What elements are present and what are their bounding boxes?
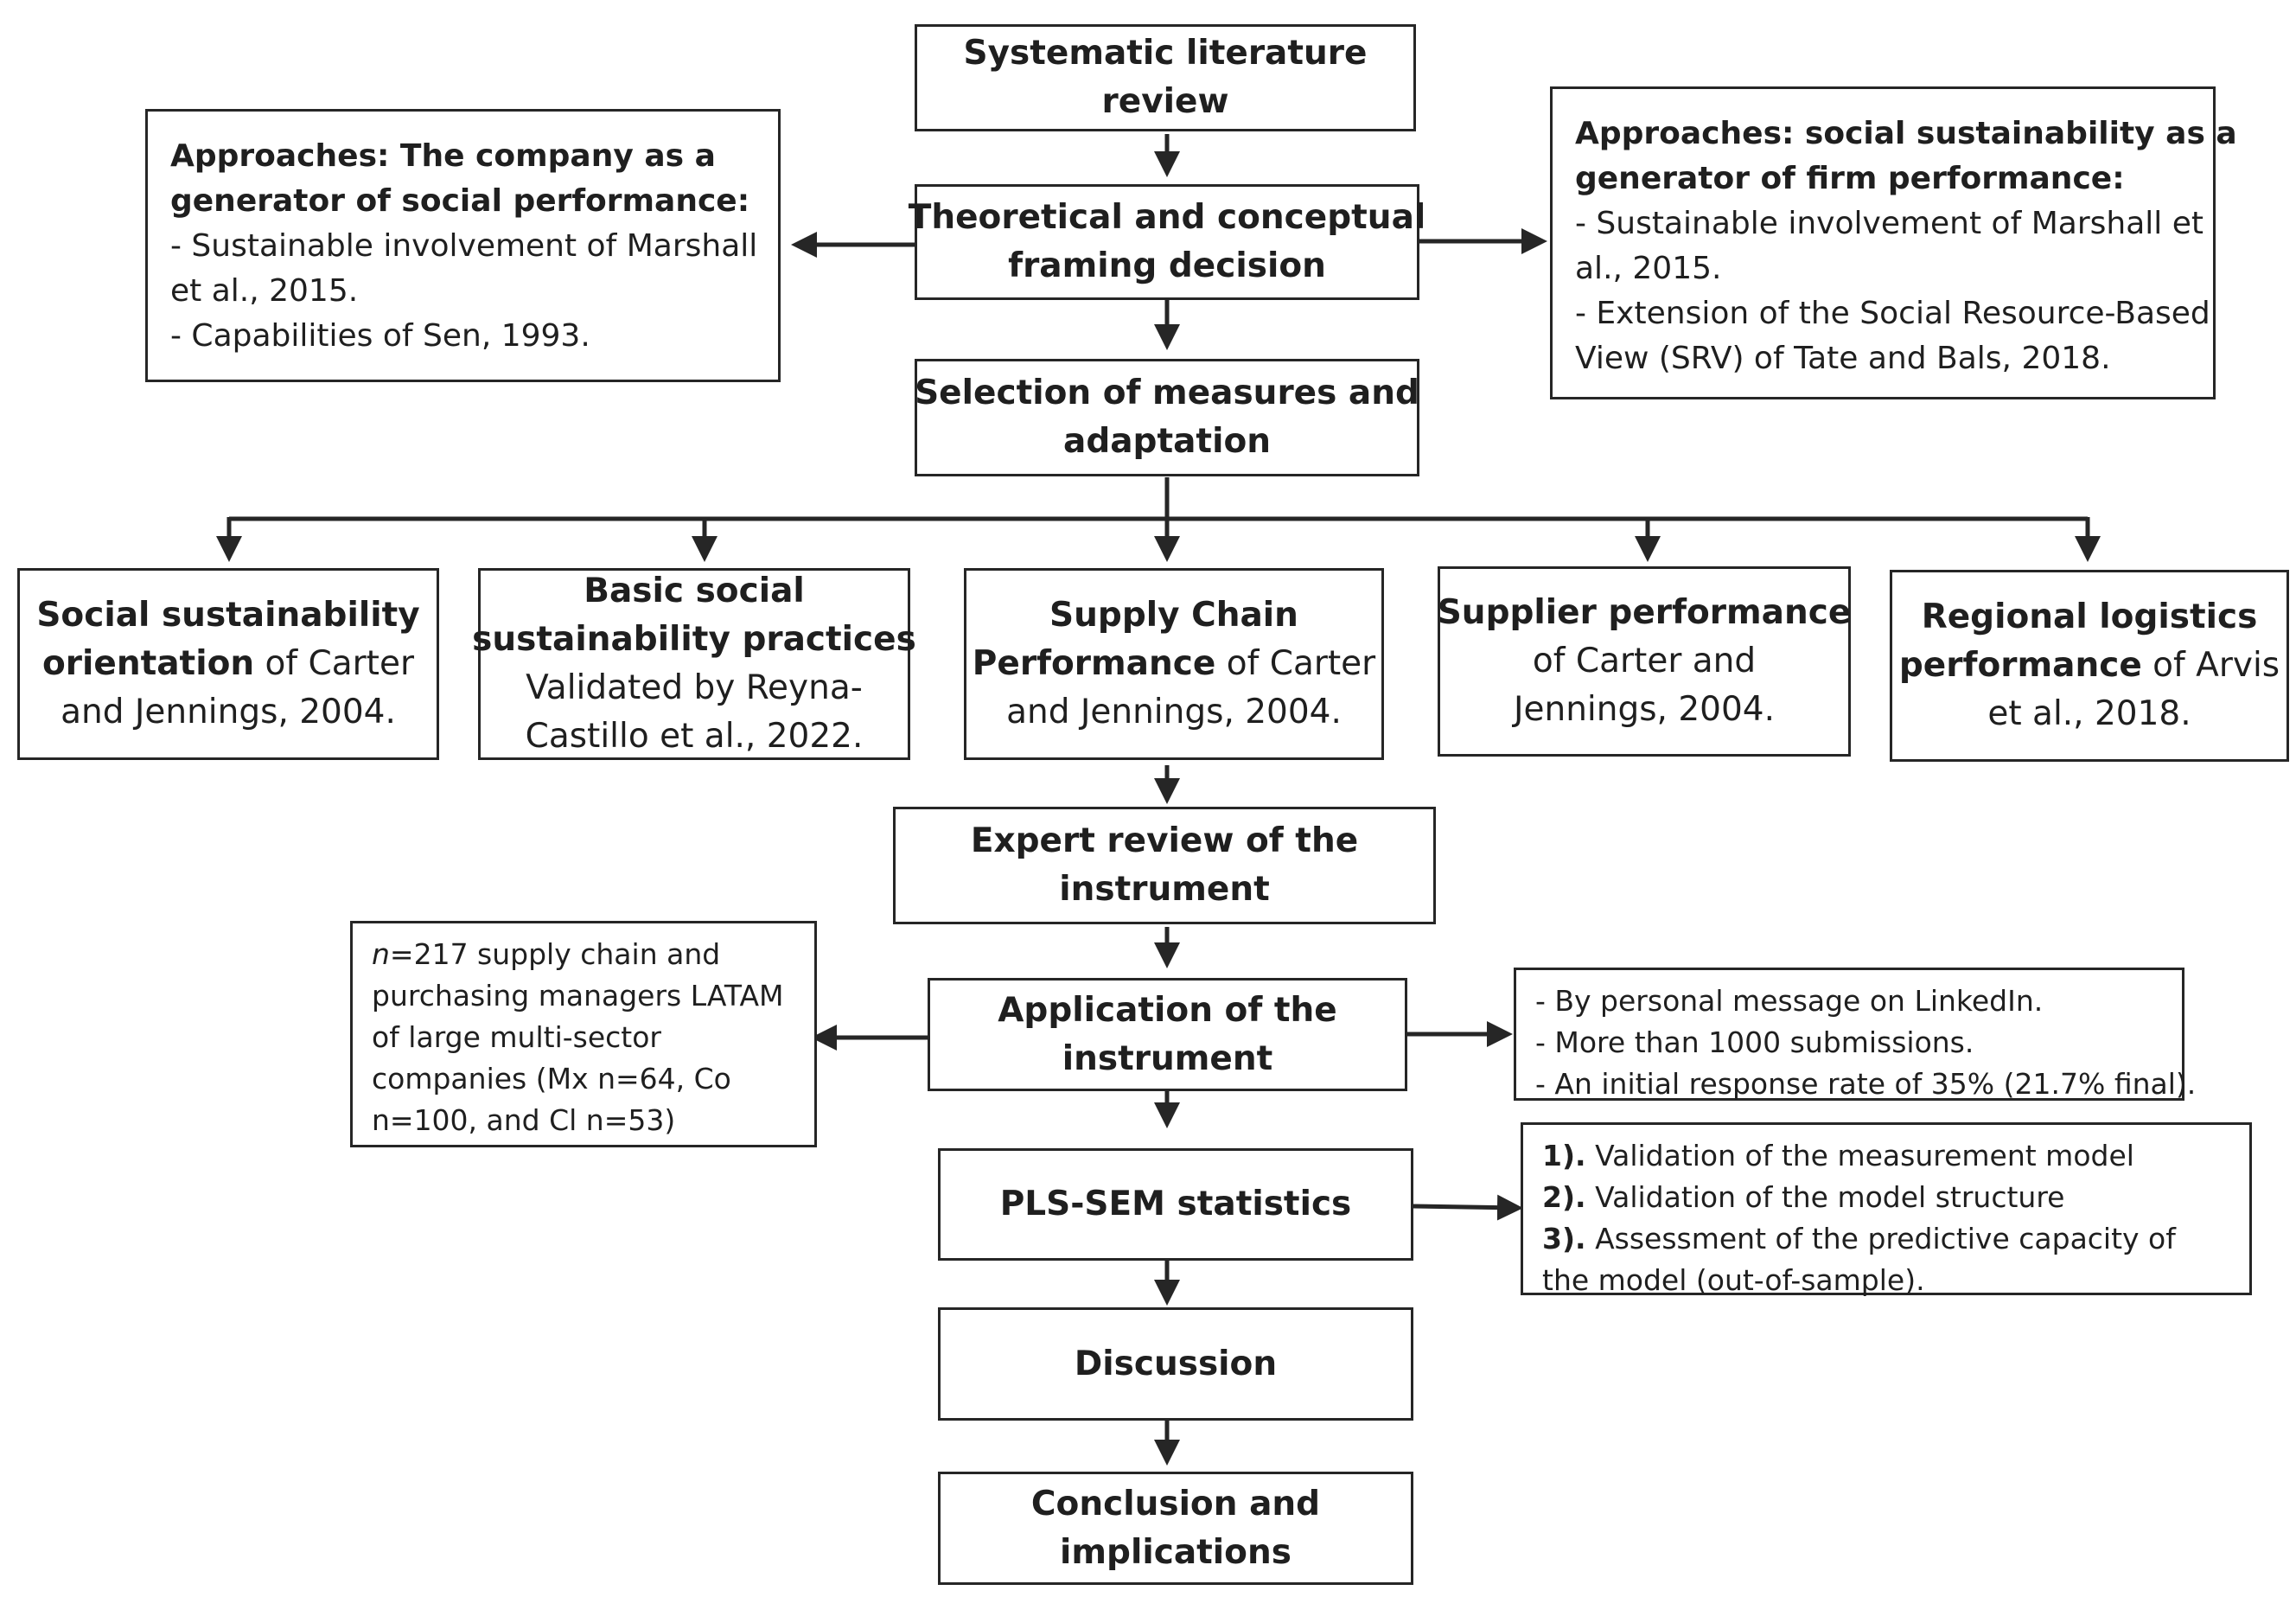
approaches-right-line-1: - Sustainable involvement of Marshall et: [1575, 206, 2204, 241]
framing-decision-line-2: framing decision: [1008, 246, 1326, 285]
measure-4-line-3: Jennings, 2004.: [1513, 690, 1775, 729]
measure-supplier-performance: Supplier performance of Carter and Jenni…: [1438, 566, 1851, 757]
approaches-left-line-3: - Capabilities of Sen, 1993.: [170, 318, 590, 354]
measure-5-line-2-rest: of Arvis: [2141, 646, 2280, 685]
validation-item-1-text: Validation of the measurement model: [1585, 1139, 2134, 1172]
measure-basic-social-sustainability-practices: Basic social sustainability practices Va…: [472, 568, 916, 760]
sample-description-box: n=217 supply chain and purchasing manage…: [350, 921, 817, 1147]
measure-2-line-3: Validated by Reyna-: [526, 668, 863, 707]
measure-2-line-2: sustainability practices: [472, 620, 916, 659]
measure-4-line-2: of Carter and: [1532, 642, 1757, 680]
pls-sem-label: PLS-SEM statistics: [999, 1185, 1352, 1223]
sample-line-2: purchasing managers LATAM: [372, 979, 784, 1012]
application-box: Application of the instrument: [928, 978, 1407, 1091]
arrow-pls-to-validation: [1413, 1194, 1523, 1221]
literature-review-line-2: review: [1101, 82, 1229, 121]
measure-social-sustainability-orientation: Social sustainability orientation of Car…: [17, 568, 439, 760]
measure-1-line-3: and Jennings, 2004.: [61, 693, 396, 731]
pls-sem-box: PLS-SEM statistics: [938, 1148, 1413, 1261]
approaches-right-box: Approaches: social sustainability as a g…: [1550, 86, 2237, 399]
approaches-right-line-2: al., 2015.: [1575, 251, 1722, 286]
measure-5-line-3: et al., 2018.: [1987, 694, 2191, 733]
distribution-line-1: - By personal message on LinkedIn.: [1535, 984, 2044, 1018]
measure-4-line-1: Supplier performance: [1437, 593, 1852, 632]
application-line-2: instrument: [1062, 1038, 1273, 1078]
approaches-right-line-4: View (SRV) of Tate and Bals, 2018.: [1575, 341, 2111, 376]
measure-supply-chain-performance: Supply Chain Performance of Carter and J…: [964, 568, 1384, 760]
selection-measures-box: Selection of measures and adaptation: [915, 359, 1419, 476]
sample-line-3: of large multi-sector: [372, 1020, 661, 1054]
literature-review-line-1: Systematic literature: [963, 34, 1368, 73]
sample-line-1: =217 supply chain and: [389, 937, 721, 971]
discussion-box: Discussion: [938, 1307, 1413, 1421]
validation-item-1-num: 1).: [1542, 1139, 1586, 1172]
measure-regional-logistics-performance: Regional logistics performance of Arvis …: [1890, 570, 2289, 762]
measure-5-line-1: Regional logistics: [1921, 597, 2258, 636]
measure-1-line-2-rest: of Carter: [254, 644, 414, 683]
expert-review-line-2: instrument: [1059, 870, 1270, 909]
approaches-left-heading-2: generator of social performance:: [170, 183, 750, 219]
measure-3-line-3: and Jennings, 2004.: [1006, 693, 1342, 731]
sample-n-label: n: [372, 937, 390, 971]
conclusion-box: Conclusion and implications: [938, 1472, 1413, 1585]
framing-decision-line-1: Theoretical and conceptual: [908, 198, 1426, 237]
approaches-left-line-1: - Sustainable involvement of Marshall: [170, 228, 758, 264]
approaches-left-line-2: et al., 2015.: [170, 273, 359, 309]
measure-5-line-2-bold: performance: [1898, 646, 2142, 685]
application-line-1: Application of the: [998, 990, 1337, 1030]
expert-review-line-1: Expert review of the: [970, 821, 1359, 860]
validation-continuation: the model (out-of-sample).: [1542, 1263, 1925, 1297]
measure-2-line-4: Castillo et al., 2022.: [525, 717, 864, 756]
conclusion-line-1: Conclusion and: [1030, 1484, 1321, 1524]
sample-line-4: companies (Mx n=64, Co: [372, 1062, 731, 1096]
validation-item-3-text: Assessment of the predictive capacity of: [1585, 1222, 2176, 1255]
approaches-left-box: Approaches: The company as a generator o…: [145, 109, 781, 382]
framing-decision-box: Theoretical and conceptual framing decis…: [909, 184, 1425, 300]
validation-box: 1). Validation of the measurement model …: [1521, 1122, 2252, 1297]
conclusion-line-2: implications: [1060, 1532, 1292, 1572]
validation-item-2-text: Validation of the model structure: [1585, 1180, 2065, 1214]
measure-1-line-1: Social sustainability: [36, 596, 420, 635]
literature-review-box: Systematic literature review: [915, 24, 1416, 131]
distribution-line-2: - More than 1000 submissions.: [1535, 1025, 1974, 1059]
measure-3-line-2-bold: Performance: [972, 644, 1216, 683]
approaches-left-heading-1: Approaches: The company as a: [170, 138, 716, 174]
approaches-right-line-3: - Extension of the Social Resource-Based: [1575, 296, 2210, 331]
distribution-line-3: - An initial response rate of 35% (21.7%…: [1535, 1067, 2197, 1101]
approaches-right-heading-2: generator of firm performance:: [1575, 161, 2125, 196]
selection-measures-line-1: Selection of measures and: [915, 374, 1419, 412]
distribution-box: - By personal message on LinkedIn. - Mor…: [1514, 968, 2196, 1101]
measure-3-line-1: Supply Chain: [1049, 596, 1298, 635]
measure-2-line-1: Basic social: [584, 572, 805, 610]
measure-3-line-2-rest: of Carter: [1215, 644, 1376, 683]
sample-line-5: n=100, and Cl n=53): [372, 1103, 676, 1137]
measure-1-line-2-bold: orientation: [41, 644, 255, 683]
expert-review-box: Expert review of the instrument: [893, 807, 1436, 924]
validation-item-3-num: 3).: [1542, 1222, 1586, 1255]
validation-item-2-num: 2).: [1542, 1180, 1586, 1214]
selection-measures-line-2: adaptation: [1063, 422, 1271, 461]
approaches-right-heading-1: Approaches: social sustainability as a: [1575, 116, 2237, 151]
discussion-label: Discussion: [1074, 1344, 1278, 1383]
